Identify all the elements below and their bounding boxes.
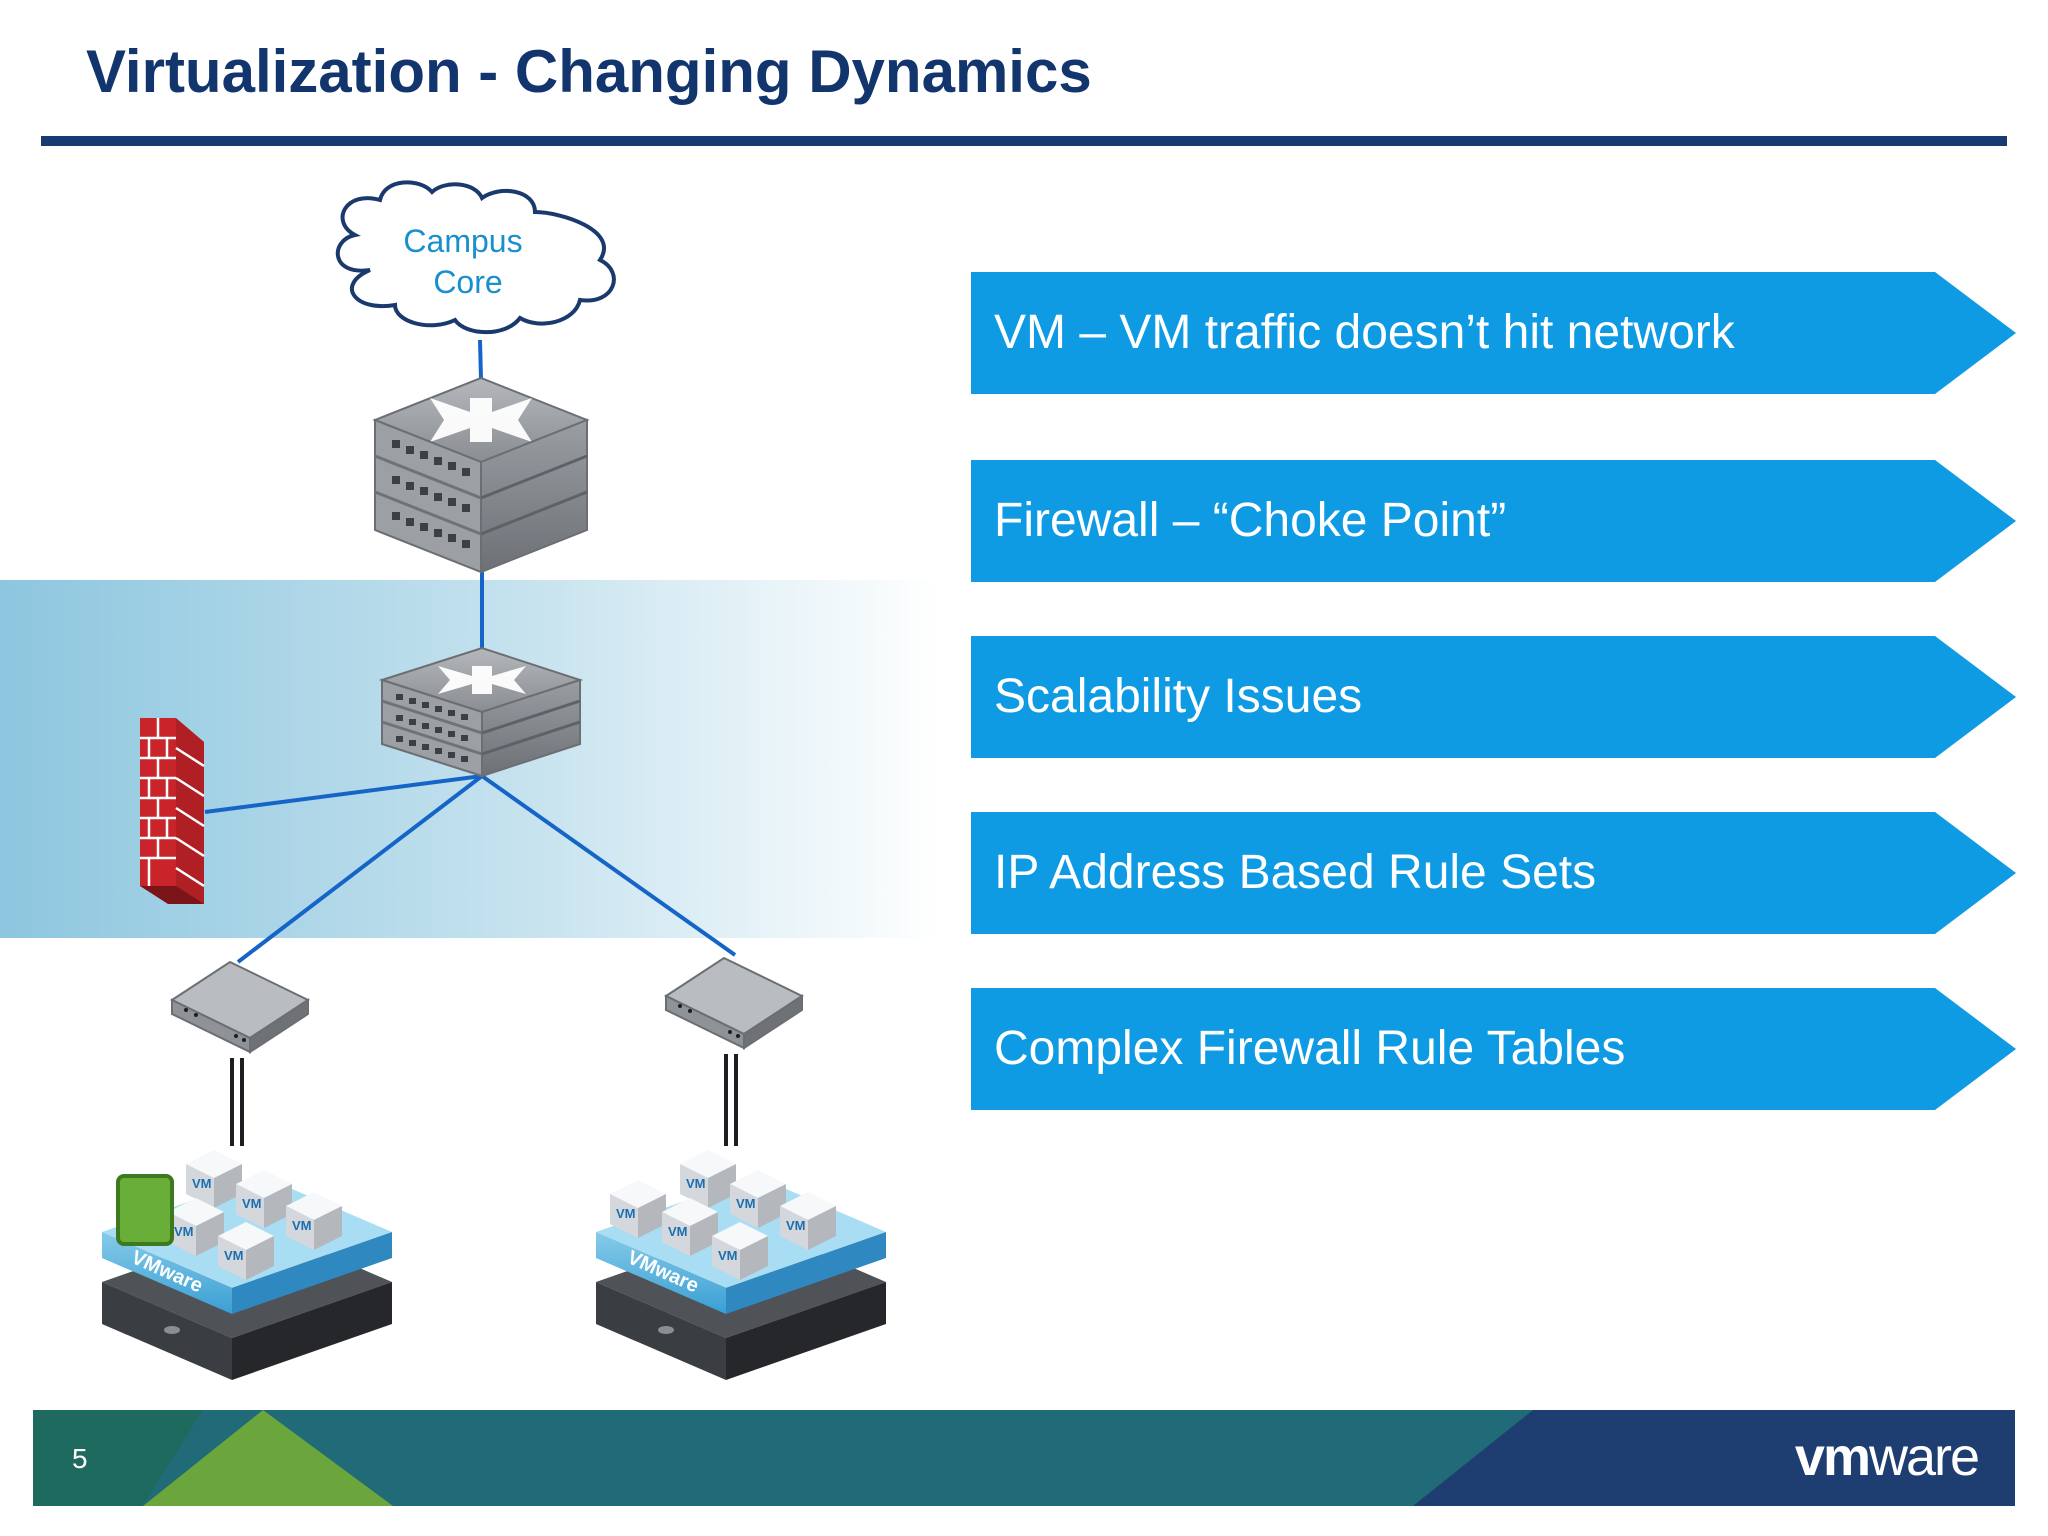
access-switch-icon-right [663,956,805,1050]
vm-label: VM [668,1224,688,1239]
vm-group-left: VM VM VM VM VM [168,1150,342,1280]
issue-label: Scalability Issues [994,670,1363,723]
issue-label: Firewall – “Choke Point” [994,494,1507,547]
vm-label: VM [718,1248,738,1263]
vm-label: VM [686,1176,706,1191]
vmware-logo: vmware [1794,1426,1980,1488]
logo-vm: vm [1794,1427,1871,1487]
cloud-icon: Campus Core [335,180,616,335]
issue-item-firewall-choke-point: Firewall – “Choke Point” [971,460,2016,582]
cloud-label-line2: Core [433,264,502,300]
esx-host-icon-right: VMware VM VM VM VM VM VM [596,1150,886,1380]
page-number: 5 [72,1443,88,1474]
vm-label: VM [616,1206,636,1221]
logo-ware: ware [1868,1427,1980,1487]
chevron-shape [971,812,2016,934]
issue-label: Complex Firewall Rule Tables [994,1022,1626,1075]
chevron-shape [971,636,2016,758]
core-switch-icon [372,376,590,574]
esx-host-icon-left: VMware VM VM VM VM VM [102,1150,392,1380]
distribution-switch-icon [378,646,584,778]
access-switch-icon-left [169,960,311,1054]
vm-label: VM [174,1224,194,1239]
issue-label: IP Address Based Rule Sets [994,846,1597,899]
issue-item-complex-rule-tables: Complex Firewall Rule Tables [971,988,2016,1110]
issue-item-ip-rule-sets: IP Address Based Rule Sets [971,812,2016,934]
footer-graphic [33,1410,2015,1506]
vm-label: VM [192,1176,212,1191]
issue-item-vm-traffic: VM – VM traffic doesn’t hit network [971,272,2016,394]
vm-label: VM [292,1218,312,1233]
title-divider [41,136,2007,146]
chevron-shape [971,988,2016,1110]
chevron-shape [971,460,2016,582]
firewall-icon [140,718,205,904]
chevron-shape [971,272,2016,394]
vm-group-right: VM VM VM VM VM VM [610,1150,836,1280]
slide-title: Virtualization - Changing Dynamics [86,38,1092,105]
issue-label: VM – VM traffic doesn’t hit network [994,306,1735,359]
vm-label: VM [786,1218,806,1233]
vm-label: VM [242,1196,262,1211]
cloud-label-line1: Campus [403,223,522,259]
host-uplink-cables [230,1054,738,1146]
green-marker [116,1174,174,1246]
footer-bar [33,1410,2015,1506]
connection-lines [204,339,737,964]
vm-label: VM [224,1248,244,1263]
vm-label: VM [736,1196,756,1211]
issue-item-scalability: Scalability Issues [971,636,2016,758]
